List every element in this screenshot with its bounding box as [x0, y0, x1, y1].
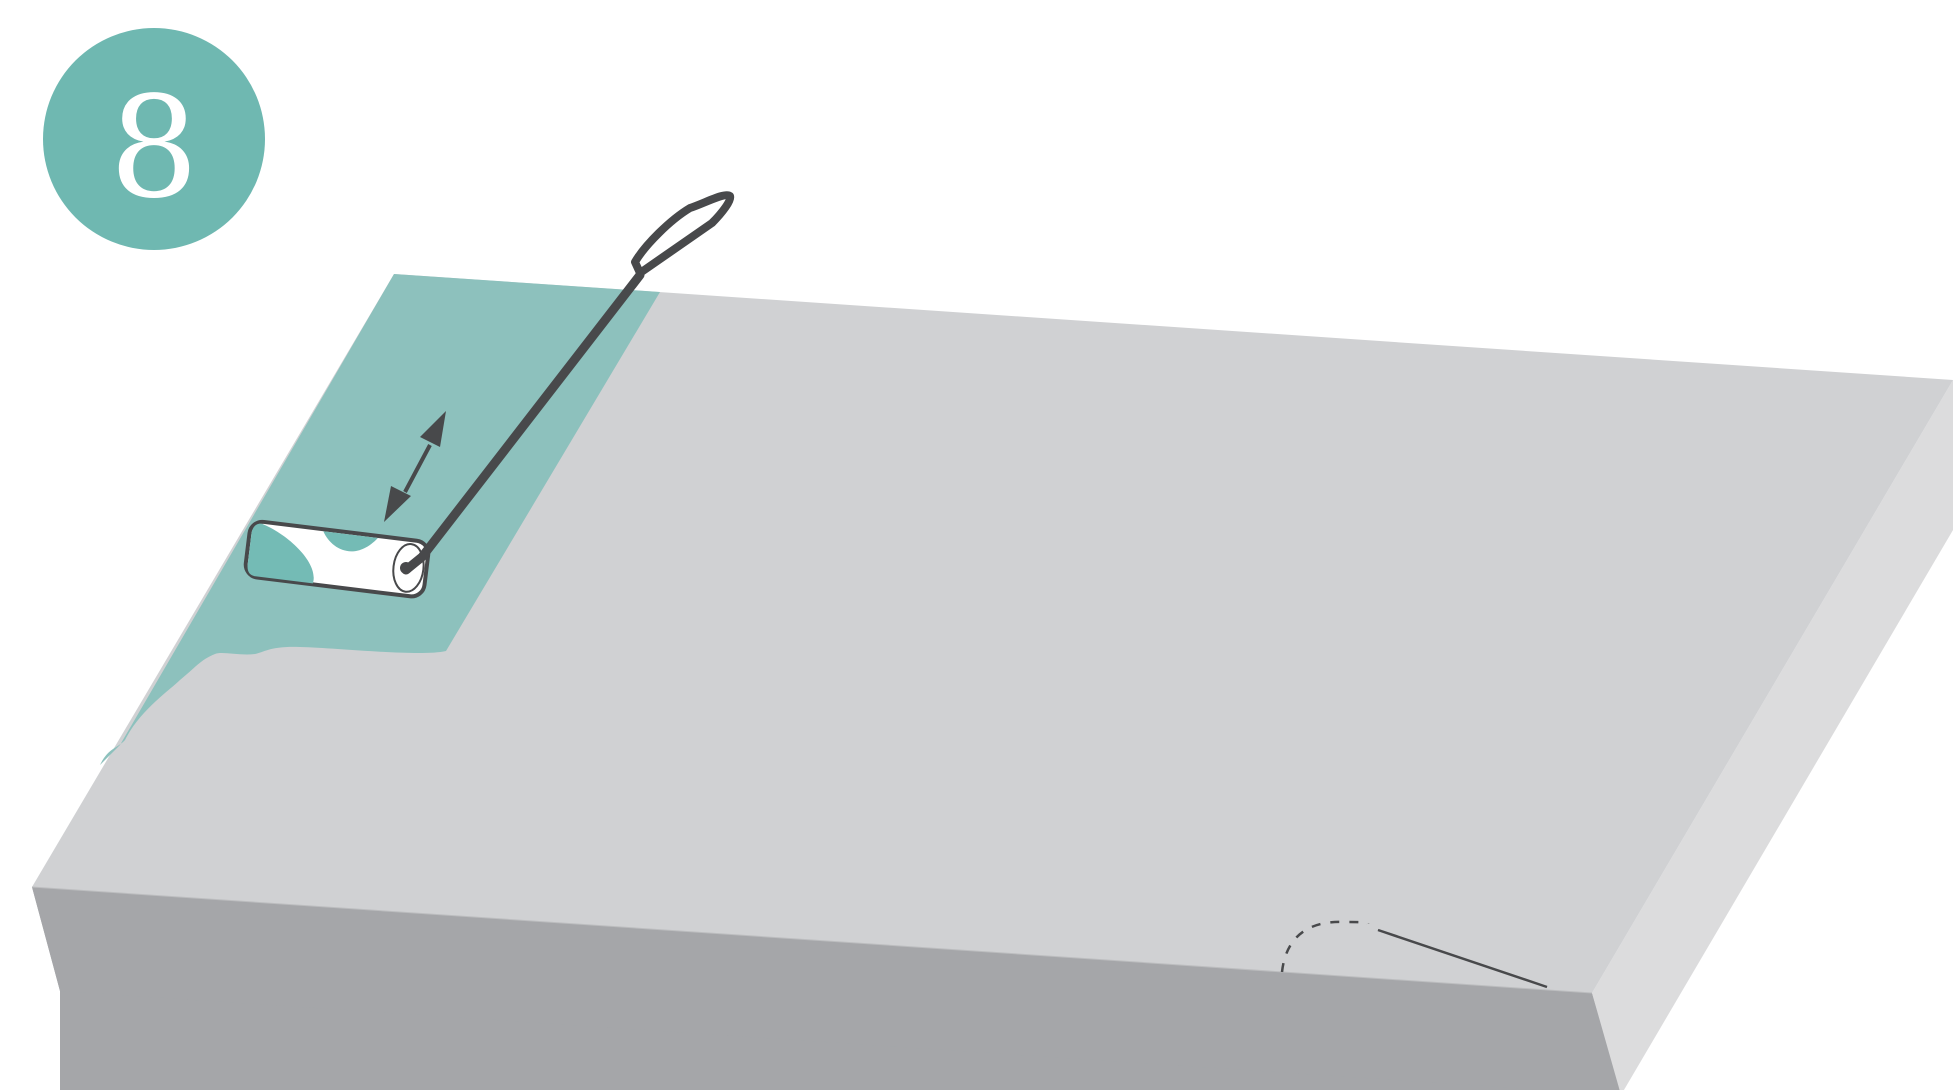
- double-arrow-icon: [384, 411, 446, 522]
- step-badge: 8: [43, 28, 265, 250]
- roller-paint-left: [247, 523, 314, 584]
- step-number: 8: [109, 67, 198, 230]
- board: [31, 274, 1953, 1090]
- step-badge-circle: [43, 28, 265, 250]
- board-front-face-lower: [32, 887, 1620, 1090]
- board-top-edge: [31, 886, 1593, 994]
- arrow-head-up: [420, 411, 446, 447]
- painted-area: [100, 274, 660, 765]
- arrow-head-down: [384, 486, 411, 522]
- seam-line: [1377, 928, 1548, 989]
- roller-grip: [631, 191, 735, 277]
- roller-cover: [243, 519, 431, 599]
- roller-paint-drip: [323, 531, 378, 552]
- roller-axle: [400, 562, 412, 574]
- arrow-shaft: [403, 444, 432, 493]
- board-side-face: [1592, 380, 1953, 1090]
- seam-dashed-curve: [1280, 920, 1370, 973]
- paint-roller-icon: [243, 191, 735, 599]
- surface-seam-detail: [1280, 920, 1548, 989]
